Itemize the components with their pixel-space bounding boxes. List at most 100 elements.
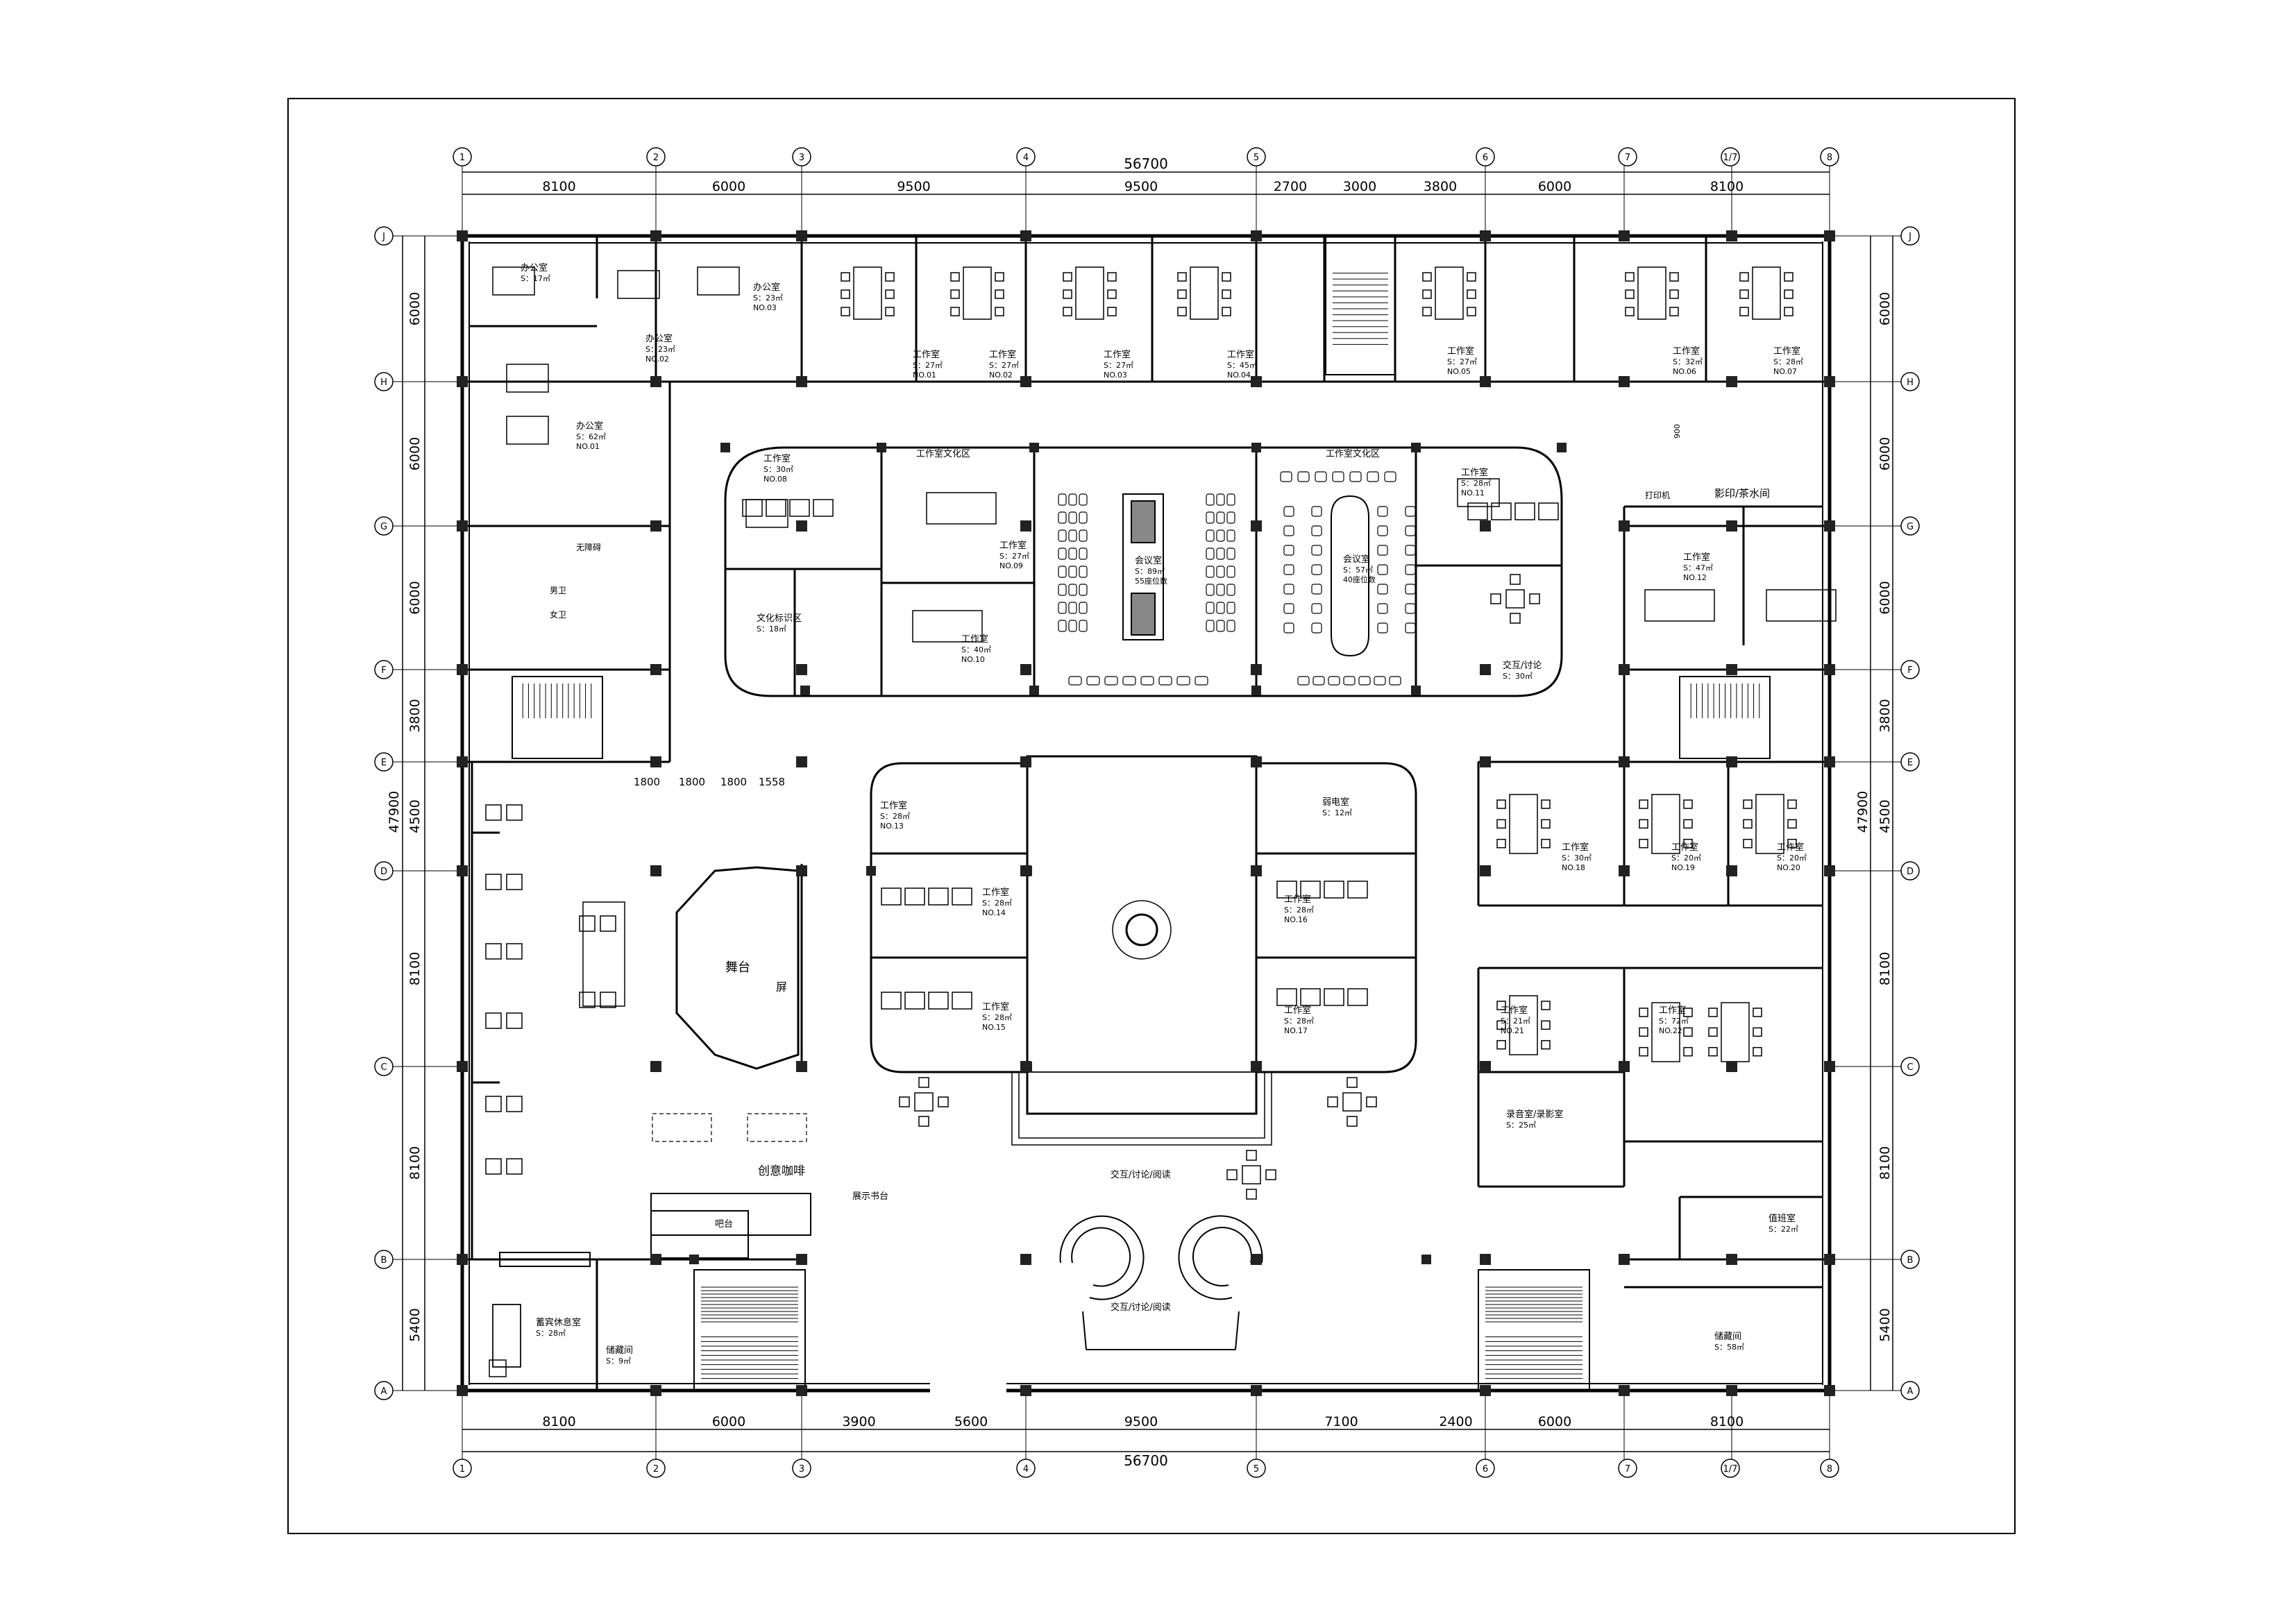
chair	[1467, 307, 1476, 316]
axis-bubble-label: A	[381, 1386, 387, 1397]
chair	[1496, 1039, 1506, 1050]
column	[1251, 443, 1261, 452]
desk	[1752, 266, 1781, 320]
axis-bubble-label: 4	[1023, 1464, 1029, 1475]
chair	[1063, 289, 1072, 299]
axis-bubble-circle	[1900, 226, 1920, 246]
room-number: NO.09	[999, 561, 1023, 570]
axis-bubble-circle	[1016, 147, 1036, 167]
desk	[506, 364, 549, 393]
desk	[1435, 266, 1464, 320]
column	[1251, 1385, 1262, 1396]
label-interact-2: 交互/讨论/阅读	[1111, 1302, 1171, 1313]
axis-bubble-circle	[1900, 372, 1920, 391]
axis-bubble-circle	[374, 372, 394, 391]
room-area: S：30㎡	[1562, 853, 1592, 863]
dimension-value: 3800	[1424, 179, 1457, 194]
column	[1824, 376, 1835, 387]
axis-bubble-circle	[374, 660, 394, 679]
meeting-seat	[1377, 545, 1388, 556]
chair	[1246, 1150, 1257, 1161]
axis-bubble-label: 6	[1483, 1464, 1488, 1475]
auditorium-seat	[1206, 620, 1215, 632]
meeting-seat	[1377, 584, 1388, 595]
chair	[1366, 1096, 1377, 1107]
room-number: NO.10	[961, 655, 985, 664]
column	[1480, 756, 1491, 767]
column	[1619, 230, 1630, 241]
auditorium-seat	[1079, 602, 1088, 614]
room-area: S：58㎡	[1714, 1343, 1744, 1352]
room-area: S：47㎡	[1683, 563, 1713, 572]
column	[650, 756, 661, 767]
dimension-value: 5400	[1877, 1308, 1893, 1341]
chair	[1753, 1027, 1762, 1037]
axis-bubble: 4	[1016, 1459, 1036, 1478]
label-bar: 吧台	[715, 1219, 733, 1230]
axis-bubble-circle	[1476, 147, 1495, 167]
column	[1480, 376, 1491, 387]
desk	[1190, 266, 1219, 320]
auditorium-seat	[1068, 620, 1077, 632]
workstation	[813, 499, 834, 517]
sofa	[492, 1304, 521, 1368]
meeting-seat	[1311, 564, 1322, 575]
auditorium-seat	[1058, 584, 1067, 596]
conference-seats	[1058, 471, 1416, 686]
room-number: NO.17	[1284, 1026, 1308, 1035]
chair	[885, 272, 895, 282]
auditorium-seat	[1226, 602, 1235, 614]
room-area: S：22㎡	[1769, 1225, 1798, 1234]
column	[650, 230, 661, 241]
dimension-value: 7100	[1324, 1414, 1358, 1429]
axis-bubble: 1	[453, 1459, 472, 1478]
room-name: 工作室	[989, 349, 1016, 360]
chair	[1708, 1027, 1718, 1037]
room-number: NO.22	[1659, 1026, 1682, 1035]
room-area: S：23㎡	[753, 294, 783, 303]
room-label: 交互/讨论S：30㎡	[1503, 660, 1542, 681]
axis-bubble: D	[374, 861, 394, 881]
axis-bubble: 1/7	[1721, 147, 1740, 167]
meeting-seat	[1280, 471, 1292, 482]
chair	[1265, 1169, 1276, 1180]
meeting-seat	[1332, 471, 1344, 482]
meeting-seat	[1377, 622, 1388, 634]
dimension-value: 8100	[1710, 1414, 1744, 1429]
axis-bubble-label: 2	[653, 153, 659, 163]
auditorium-seat	[1226, 547, 1235, 560]
chair	[1496, 819, 1506, 829]
meeting-seat	[1312, 676, 1325, 686]
dimension-value: 3800	[407, 699, 423, 732]
column	[1619, 376, 1630, 387]
meeting-seat	[1283, 603, 1294, 614]
column	[1020, 230, 1031, 241]
meeting-seat	[1311, 506, 1322, 517]
auditorium-seat	[1206, 547, 1215, 560]
chair	[1490, 593, 1501, 604]
desk	[1766, 589, 1837, 622]
axis-bubble: 7	[1618, 1459, 1637, 1478]
coffee-table	[914, 1092, 934, 1112]
meeting-seat	[1405, 545, 1416, 556]
chair	[506, 1158, 523, 1175]
cafe-long-table	[582, 901, 625, 1007]
column	[1029, 443, 1039, 452]
label-print-tea: 影印/茶水间	[1714, 487, 1770, 500]
column	[1726, 376, 1737, 387]
column	[1726, 230, 1737, 241]
room-labels: 办公室S：17㎡办公室S：23㎡NO.02办公室S：23㎡NO.03办公室S：6…	[521, 262, 1807, 1366]
chair	[1683, 819, 1693, 829]
column	[650, 865, 661, 876]
dimension-value: 5400	[407, 1308, 423, 1341]
room-name: 会议室	[1135, 555, 1162, 566]
column	[1824, 1385, 1835, 1396]
column	[457, 664, 468, 675]
column	[796, 230, 807, 241]
